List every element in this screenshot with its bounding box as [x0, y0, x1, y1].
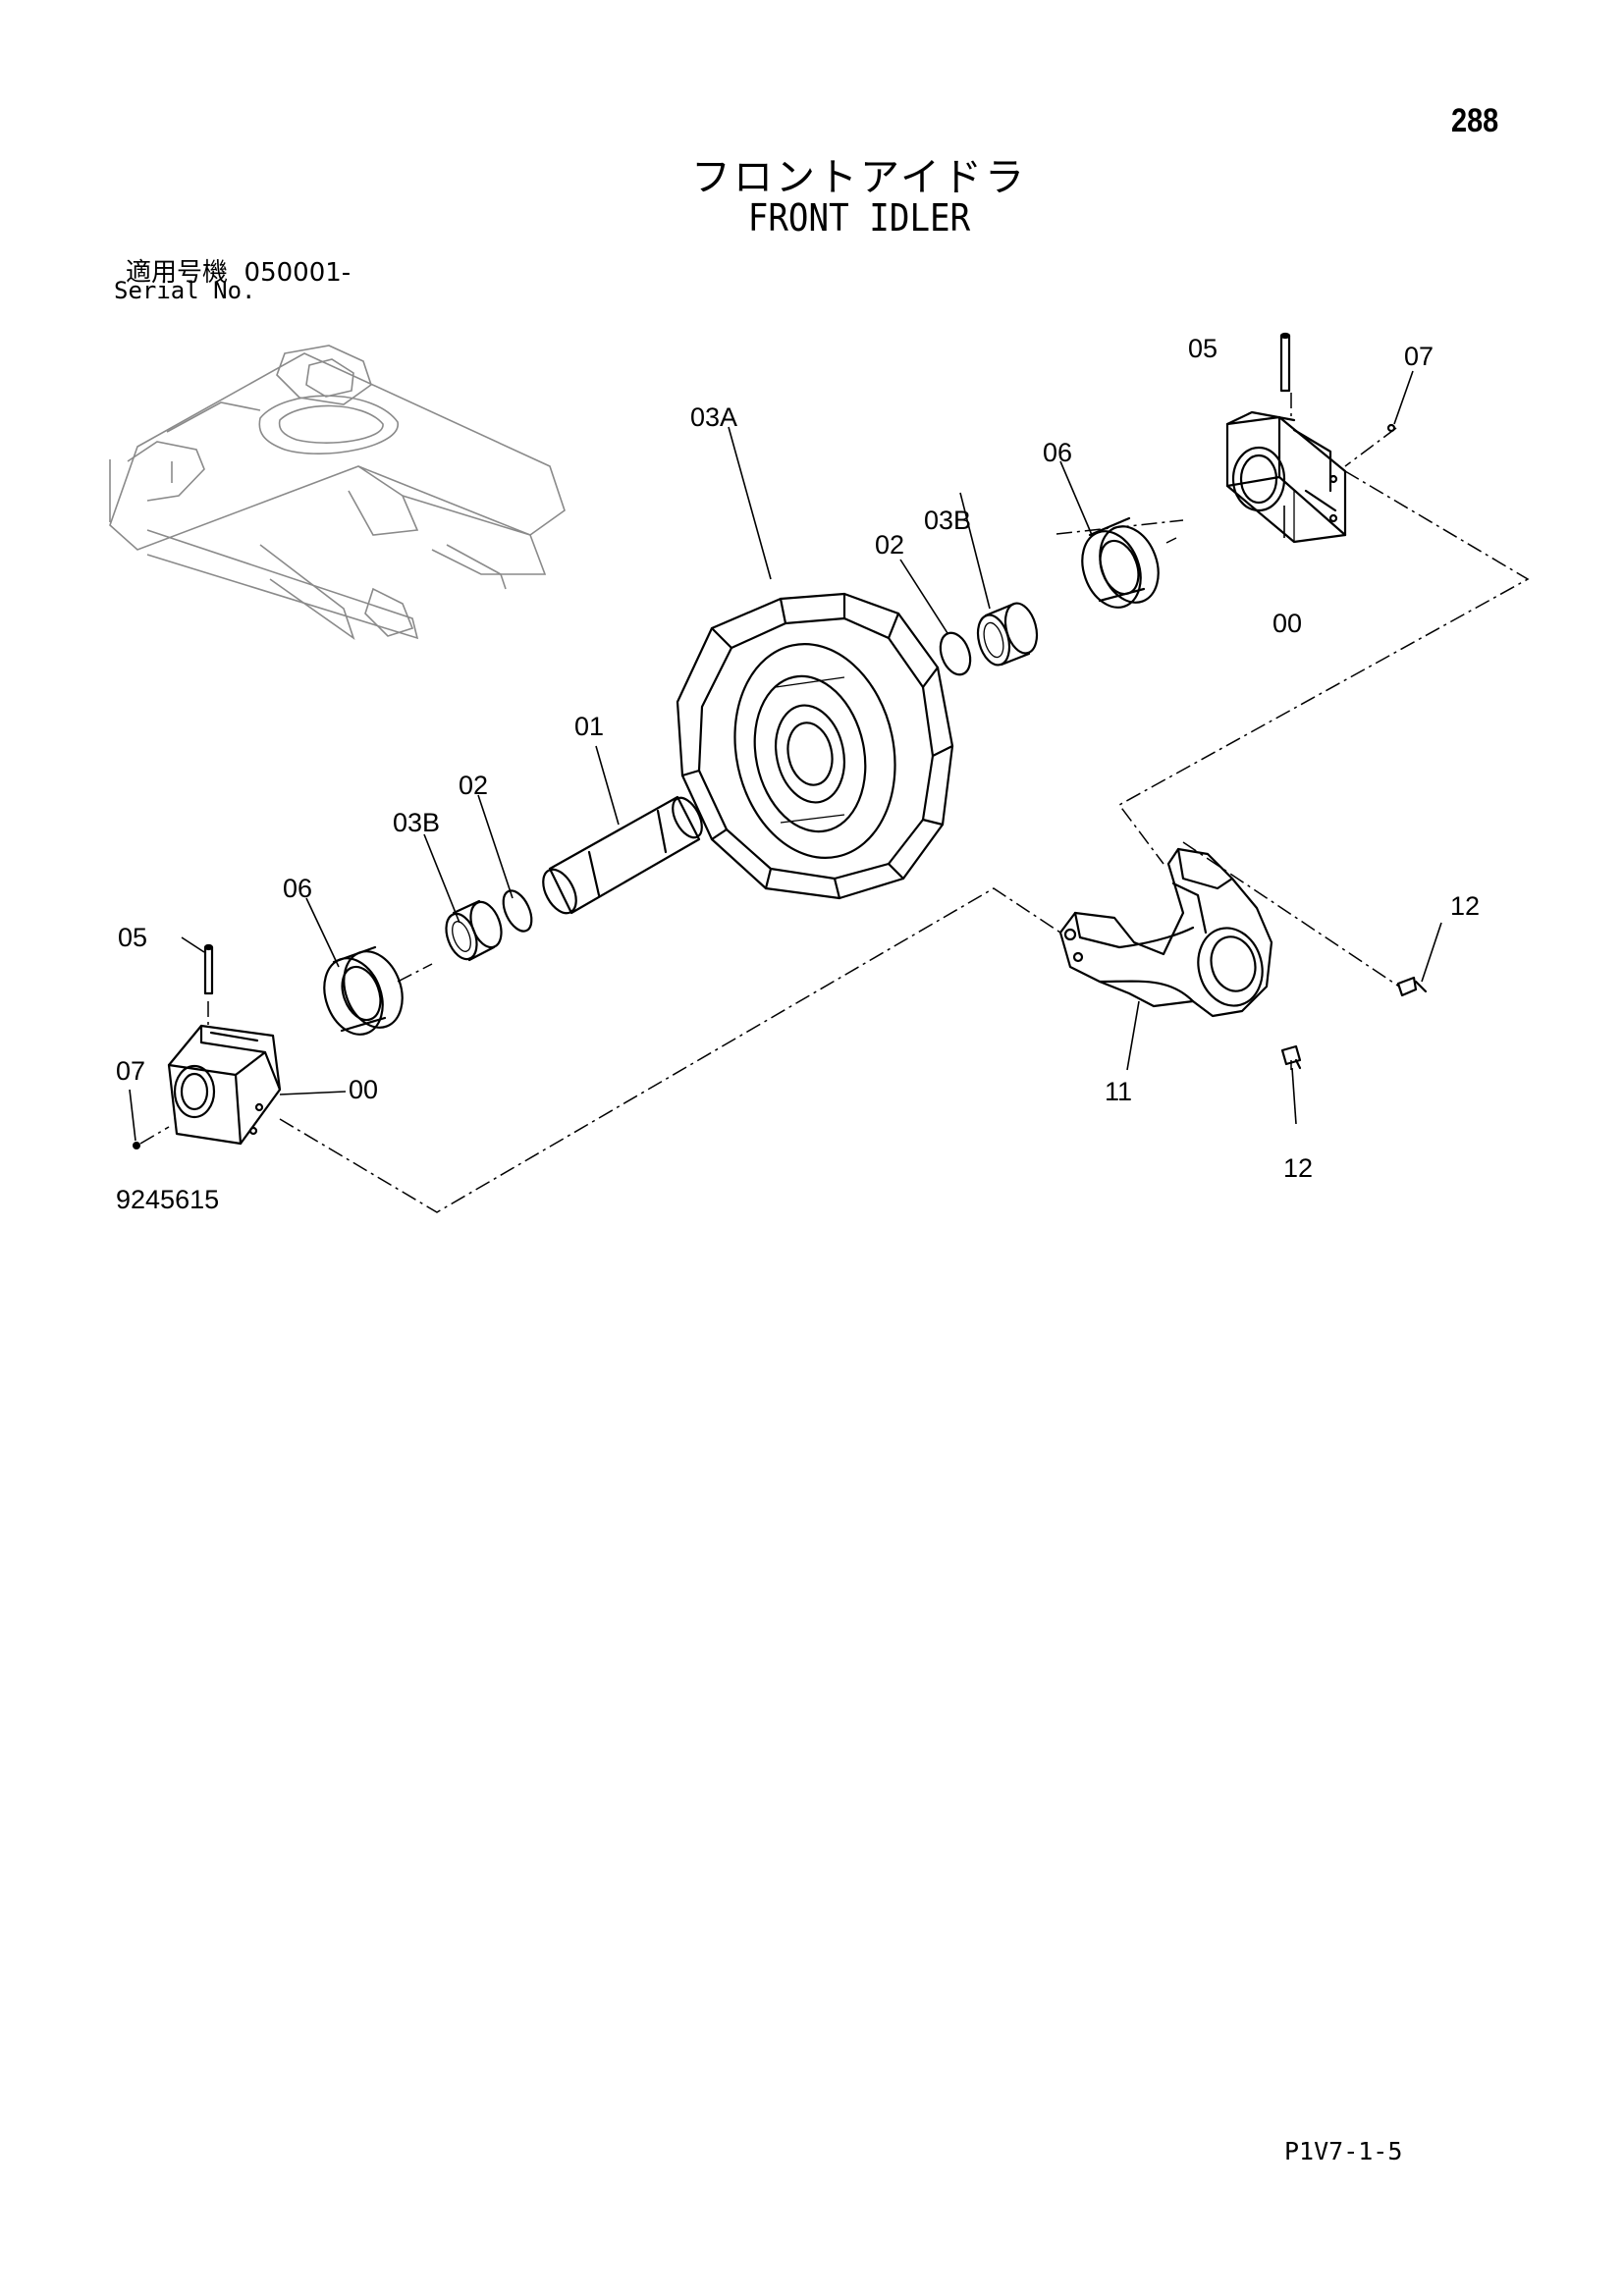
page-title-english: FRONT IDLER — [747, 196, 971, 240]
callout-00-right: 00 — [1272, 609, 1303, 638]
callout-11: 11 — [1105, 1077, 1133, 1106]
idler-yoke — [1058, 847, 1273, 1018]
callout-leader-lines — [129, 370, 1442, 1142]
bearing-housing-left — [167, 1024, 282, 1146]
spring-pin-right — [1279, 332, 1291, 393]
bushing-right — [976, 602, 1039, 667]
figure-reference-number: 9245615 — [116, 1185, 220, 1214]
callout-06-left: 06 — [283, 874, 313, 903]
idler-wheel — [676, 592, 954, 900]
track-frame-location-inset — [109, 345, 566, 641]
serial-label-japanese: 適用号機 — [126, 258, 229, 288]
grease-fitting-left — [133, 1142, 140, 1149]
callout-02-left: 02 — [459, 771, 489, 800]
callout-12-lower: 12 — [1283, 1153, 1314, 1183]
serial-range: 050001- — [244, 258, 352, 288]
callout-01: 01 — [574, 712, 605, 741]
spring-pin-left — [203, 943, 214, 995]
callout-05-right: 05 — [1188, 334, 1218, 363]
assembly-center-lines — [139, 393, 1530, 1213]
floating-seal-left — [323, 945, 404, 1036]
callout-07-right: 07 — [1404, 342, 1435, 371]
page-number: 288 — [1451, 102, 1499, 139]
floating-seal-right — [1081, 516, 1160, 609]
bearing-housing-right — [1225, 410, 1347, 544]
callout-07-left: 07 — [116, 1056, 146, 1086]
page-title-japanese: フロントアイドラ — [691, 155, 1027, 200]
callout-06-right: 06 — [1043, 438, 1073, 467]
bolt-upper — [1396, 976, 1428, 997]
serial-label-english: Serial No. — [114, 277, 256, 304]
callout-05-left: 05 — [118, 923, 148, 952]
callout-00-left: 00 — [349, 1075, 379, 1104]
bolt-lower — [1280, 1044, 1302, 1070]
idler-shaft — [542, 795, 703, 915]
callout-03A: 03A — [690, 402, 738, 432]
footer-page-code: P1V7-1-5 — [1284, 2137, 1403, 2165]
callout-03B-right: 03B — [924, 506, 972, 535]
serial-applicability: 適用号機 050001- — [126, 252, 351, 289]
callout-02-right: 02 — [875, 530, 905, 560]
bushing-left — [445, 899, 503, 962]
callout-12-upper: 12 — [1450, 891, 1481, 921]
o-ring-left — [502, 889, 533, 933]
o-ring-right — [939, 631, 972, 676]
callout-03B-left: 03B — [393, 808, 441, 837]
